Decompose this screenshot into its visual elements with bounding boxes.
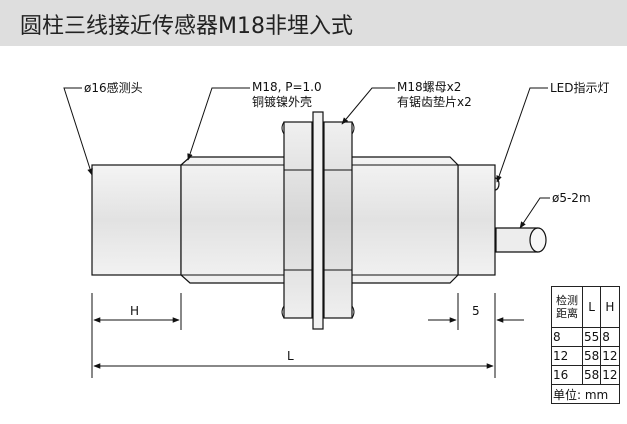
- cell-l: 58: [581, 365, 602, 385]
- led-indicator: [494, 177, 500, 191]
- title-bar: 圆柱三线接近传感器M18非埋入式: [0, 0, 627, 46]
- spec-table-header: 检测 距离 L H: [551, 286, 620, 328]
- unit-label: 单位: mm: [551, 384, 620, 404]
- table-row: 16 58 12: [551, 365, 620, 385]
- callout-thread-line1: M18, P=1.0: [252, 80, 322, 94]
- cell-distance: 16: [551, 365, 583, 385]
- spec-table: 检测 距离 L H 8 55 8 12 58 12 16 58 12 单位: m…: [551, 286, 620, 404]
- callout-led: LED指示灯: [550, 80, 610, 95]
- header-detect-distance: 检测 距离: [551, 286, 583, 328]
- header-l: L: [581, 286, 602, 328]
- callout-probe: ø16感测头: [84, 80, 143, 95]
- page-title: 圆柱三线接近传感器M18非埋入式: [20, 14, 353, 39]
- dim-h-label: H: [130, 304, 139, 318]
- extension-lines: [91, 293, 496, 378]
- cell-h: 12: [600, 365, 620, 385]
- cell-h: 8: [600, 327, 620, 347]
- header-detect-distance-text: 检测 距离: [556, 294, 578, 320]
- table-row: 8 55 8: [551, 327, 620, 347]
- callout-thread-line2: 铜镀镍外壳: [252, 94, 312, 109]
- cable: [495, 227, 547, 253]
- callout-nut-line2: 有锯齿垫片x2: [397, 94, 472, 109]
- spec-table-footer: 单位: mm: [551, 384, 620, 404]
- left-nut: [281, 121, 313, 319]
- callout-cable: ø5-2m: [552, 191, 591, 205]
- cell-l: 55: [581, 327, 602, 347]
- callout-nut-line1: M18螺母x2: [397, 80, 461, 94]
- end-cap: [457, 164, 496, 276]
- table-row: 12 58 12: [551, 346, 620, 366]
- cell-distance: 8: [551, 327, 583, 347]
- dim-l-label: L: [287, 349, 294, 363]
- leader-lines: [63, 87, 550, 229]
- cell-distance: 12: [551, 346, 583, 366]
- sensing-head: [91, 164, 182, 276]
- header-h: H: [600, 286, 620, 328]
- dim-five-label: 5: [472, 304, 480, 318]
- cell-h: 12: [600, 346, 620, 366]
- right-nut: [323, 121, 355, 319]
- washer: [312, 111, 324, 330]
- cell-l: 58: [581, 346, 602, 366]
